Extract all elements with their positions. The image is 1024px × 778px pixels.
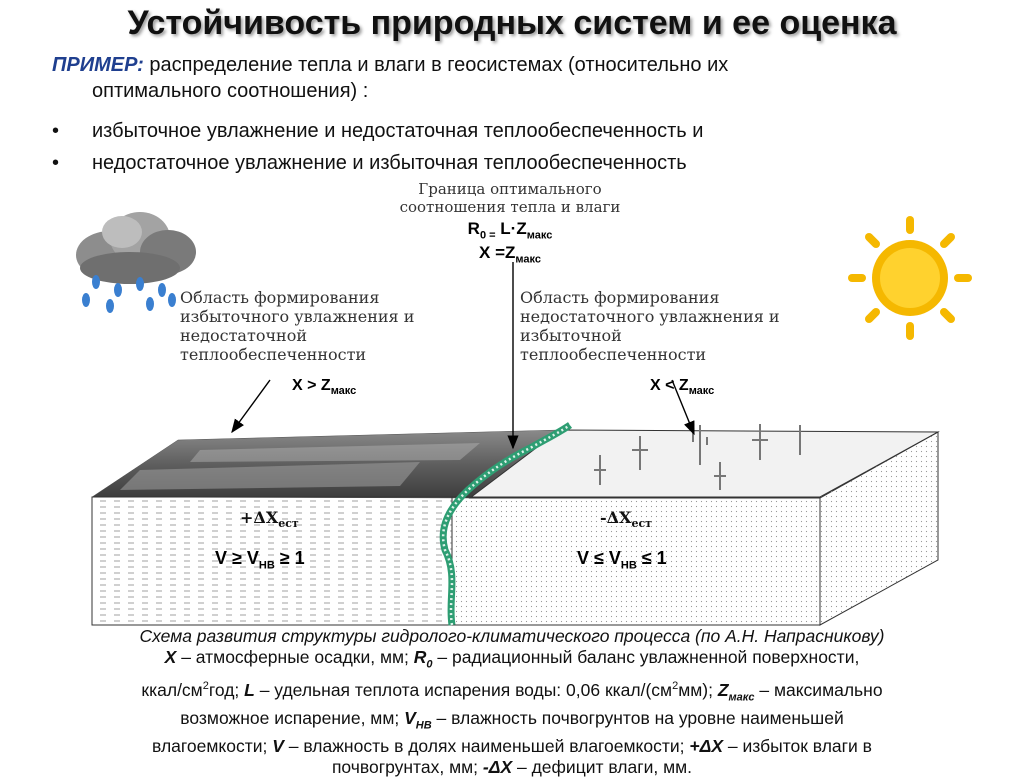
- bullet-dot: •: [52, 152, 60, 174]
- boundary-label: Граница оптимального соотношения тепла и…: [300, 180, 720, 216]
- unit-sup: 2: [672, 679, 679, 692]
- formula-part: L·Z: [495, 219, 527, 238]
- symbol: Z: [717, 679, 729, 700]
- dx-text: +ΔX: [240, 508, 279, 527]
- region-line: избыточного увлажнения и: [180, 307, 415, 326]
- definition: влагоемкости;: [152, 736, 273, 757]
- wet-region-arrow: [231, 379, 271, 434]
- boundary-label-line: соотношения тепла и влаги: [399, 198, 621, 216]
- caption-line: X – атмосферные осадки, мм; R0 – радиаци…: [14, 647, 1010, 676]
- formula-sub: макс: [526, 229, 553, 242]
- formula-part: X =Z: [479, 243, 516, 262]
- definition: – влажность в долях наименьшей влагоемко…: [283, 736, 690, 757]
- symbol: R: [413, 647, 427, 667]
- wet-region-label: Область формирования избыточного увлажне…: [180, 288, 480, 364]
- formula-r0: R0 = L·Zмакс: [420, 219, 600, 241]
- v-text: ≤ 1: [636, 548, 667, 568]
- definition: – максимально: [754, 679, 883, 700]
- dry-condition: X < Zмакс: [650, 377, 714, 397]
- dry-soil-face: [451, 496, 821, 626]
- symbol: V: [272, 736, 284, 757]
- symbol-sub: макс: [728, 690, 755, 703]
- region-line: недостаточного увлажнения и: [520, 307, 780, 326]
- condition-text: X > Z: [292, 377, 331, 394]
- definition: – удельная теплота испарения воды: 0,06 …: [254, 679, 673, 700]
- region-line: Область формирования: [180, 288, 380, 307]
- definition: – дефицит влаги, мм.: [512, 757, 693, 778]
- dry-moisture-condition: V ≤ VHB ≤ 1: [577, 548, 667, 572]
- rain-cloud-icon: [76, 212, 196, 313]
- symbol: +ΔX: [689, 736, 724, 757]
- caption-citation: Схема развития структуры гидролого-клима…: [139, 626, 885, 646]
- v-sub: HB: [620, 559, 637, 572]
- example-text-1: распределение тепла и влаги в геосистема…: [143, 54, 729, 76]
- dry-deficit-label: -ΔXест: [600, 508, 652, 530]
- condition-sub: макс: [688, 385, 715, 398]
- definition: ккал/см: [141, 679, 203, 700]
- bullet-text: избыточное увлажнение и недостаточная те…: [92, 120, 704, 142]
- wet-moisture-condition: V ≥ VHB ≥ 1: [215, 548, 305, 572]
- example-label: ПРИМЕР:: [52, 54, 144, 76]
- symbol-sub: 0: [426, 658, 433, 671]
- definition: год;: [208, 679, 245, 700]
- dry-region-arrow: [671, 379, 695, 436]
- caption-line: возможное испарение, мм; VHB – влажность…: [14, 708, 1010, 737]
- formula-part: R: [467, 219, 480, 238]
- formula-x: X =Zмакс: [420, 243, 600, 265]
- symbol: V: [404, 707, 416, 728]
- region-line: Область формирования: [520, 288, 720, 307]
- region-line: недостаточной: [180, 326, 307, 345]
- wet-soil-face: [91, 496, 453, 626]
- boundary-label-line: Граница оптимального: [418, 180, 602, 198]
- region-line: избыточной: [520, 326, 622, 345]
- example-text-2: оптимального соотношения) :: [92, 80, 369, 102]
- definition: – радиационный баланс увлажненной поверх…: [432, 647, 860, 667]
- formula-sub: макс: [515, 253, 541, 266]
- slide-title: Устойчивость природных систем и ее оценк…: [127, 4, 897, 42]
- condition-text: X < Z: [650, 377, 689, 394]
- formula-sub: 0 =: [479, 229, 496, 242]
- definition: – атмосферные осадки, мм;: [176, 647, 414, 667]
- definition: почвогрунтах, мм;: [331, 757, 483, 778]
- definition: возможное испарение, мм;: [180, 707, 405, 728]
- caption-line: почвогрунтах, мм; -ΔX – дефицит влаги, м…: [14, 757, 1010, 778]
- caption-line: ккал/см2год; L – удельная теплота испаре…: [14, 676, 1010, 708]
- v-text: V ≤ V: [577, 548, 621, 568]
- dx-sub: ест: [278, 517, 299, 531]
- bullet-2: • недостаточное увлажнение и избыточная …: [0, 150, 1024, 176]
- bullet-text: недостаточное увлажнение и избыточная те…: [92, 152, 687, 174]
- example-block: ПРИМЕР: распределение тепла и влаги в ге…: [52, 52, 992, 104]
- v-sub: HB: [258, 559, 275, 572]
- wet-condition: X > Zмакс: [292, 377, 356, 397]
- bullet-1: • избыточное увлажнение и недостаточная …: [0, 118, 1024, 144]
- sun-icon: [848, 216, 972, 340]
- definition: – влажность почвогрунтов на уровне наиме…: [431, 707, 844, 728]
- hydro-climatic-diagram: [76, 212, 972, 626]
- v-text: V ≥ V: [215, 548, 259, 568]
- caption-line: влагоемкости; V – влажность в долях наим…: [14, 736, 1010, 757]
- dry-soil-side: [819, 431, 939, 626]
- symbol-sub: HB: [415, 719, 432, 732]
- v-text: ≥ 1: [274, 548, 305, 568]
- bullet-dot: •: [52, 120, 60, 142]
- definition: – избыток влаги в: [723, 736, 872, 757]
- symbol: L: [244, 679, 255, 700]
- region-line: теплообеспеченности: [180, 345, 367, 364]
- dx-text: -ΔX: [600, 508, 632, 527]
- region-line: теплообеспеченности: [520, 345, 707, 364]
- desert-plants: [594, 424, 801, 490]
- symbol: -ΔX: [482, 757, 513, 778]
- wetland-surface: [91, 429, 561, 499]
- definition: мм);: [678, 679, 718, 700]
- condition-sub: макс: [330, 385, 357, 398]
- unit-sup: 2: [202, 679, 209, 692]
- symbol: X: [164, 647, 177, 667]
- dx-sub: ест: [631, 517, 652, 531]
- wet-excess-label: +ΔXест: [240, 508, 299, 530]
- dry-region-label: Область формирования недостаточного увла…: [520, 288, 860, 364]
- figure-caption: Схема развития структуры гидролого-клима…: [14, 626, 1010, 778]
